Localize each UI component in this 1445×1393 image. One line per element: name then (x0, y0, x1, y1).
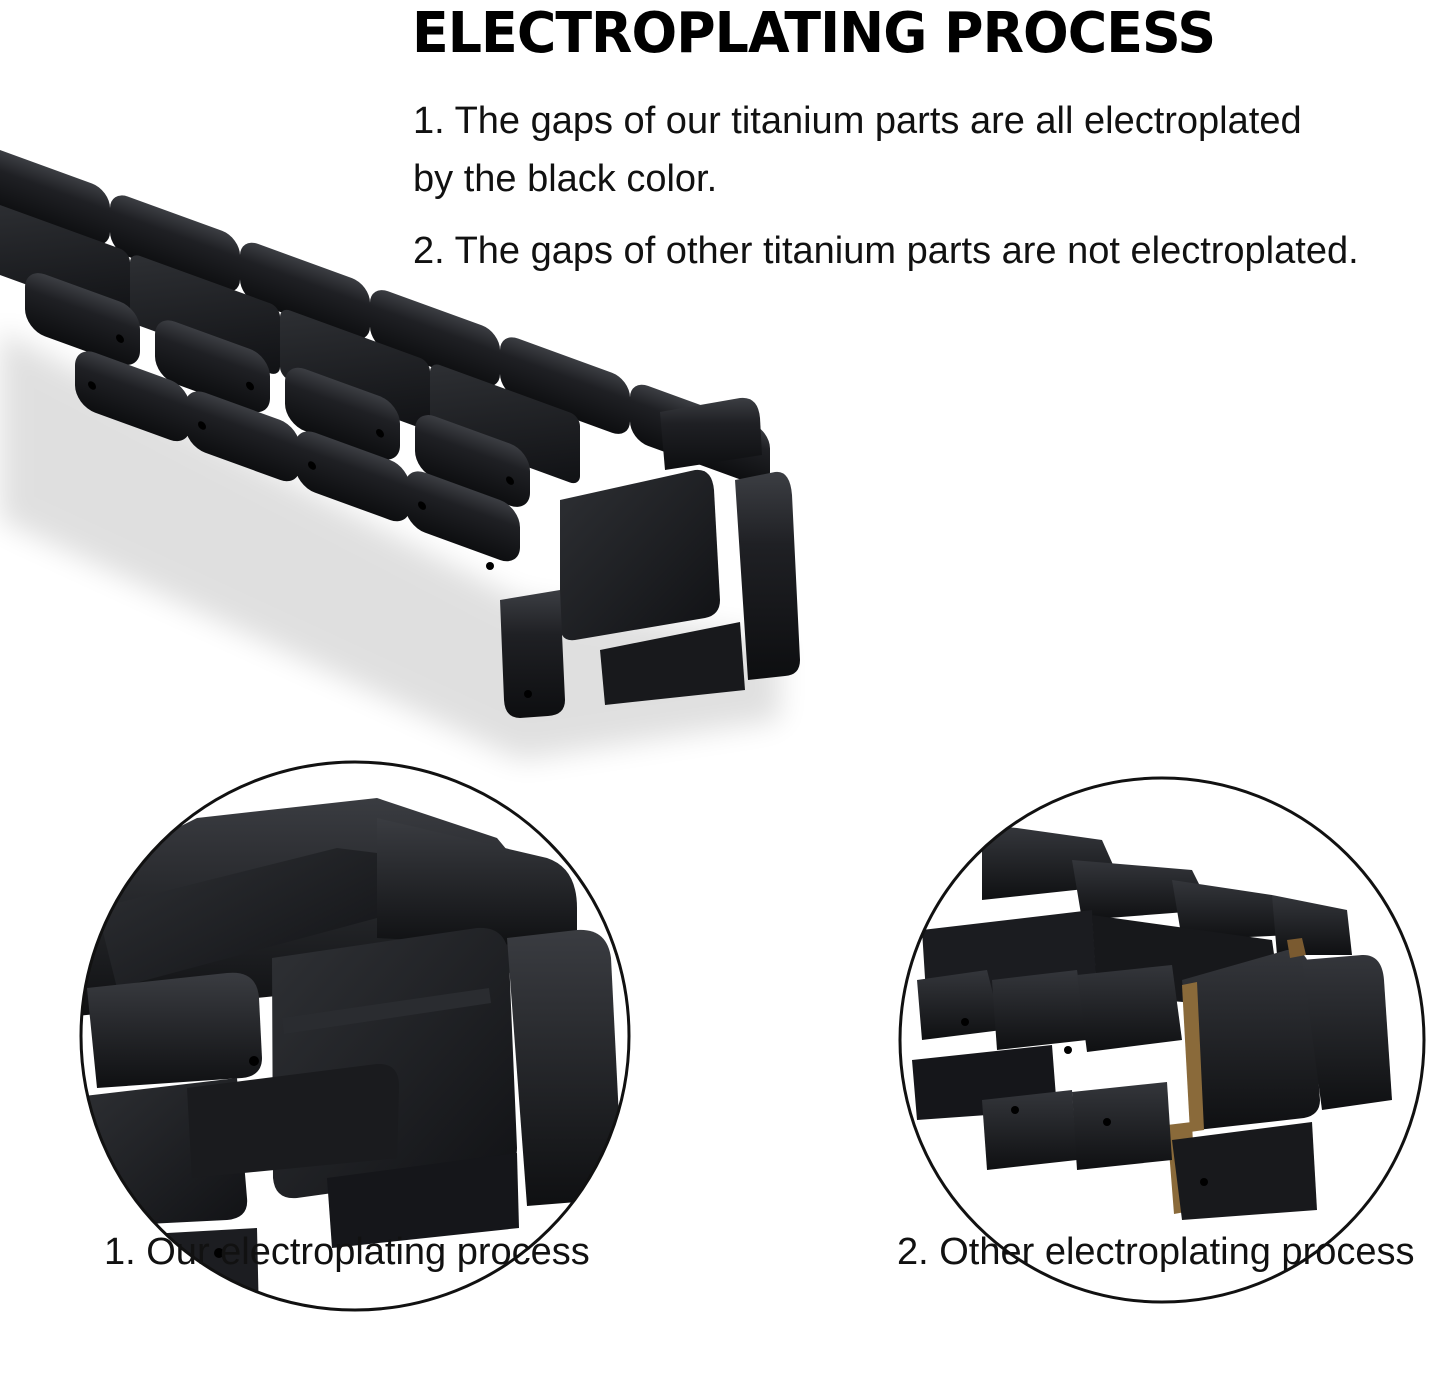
point-our-parts: 1. The gaps of our titanium parts are al… (413, 92, 1302, 208)
point-our-parts-line1: 1. The gaps of our titanium parts are al… (413, 100, 1302, 142)
magnified-plated-links (79, 760, 631, 1312)
page-title: ELECTROPLATING PROCESS (412, 1, 1216, 66)
point-our-parts-line2: by the black color. (413, 158, 718, 200)
magnified-unplated-links (898, 776, 1426, 1304)
point-other-parts: 2. The gaps of other titanium parts are … (413, 230, 1359, 272)
caption-our-process: 1. Our electroplating process (104, 1231, 590, 1273)
caption-other-process: 2. Other electroplating process (897, 1231, 1415, 1273)
